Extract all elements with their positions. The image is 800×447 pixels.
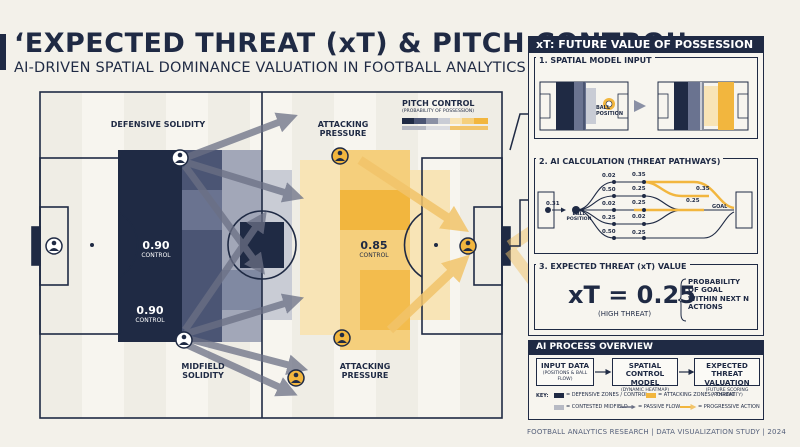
players	[45, 147, 477, 387]
process-step-input: INPUT DATA (POSITIONS & BALL FLOW)	[536, 358, 594, 386]
pathway-value-11: 0.35	[696, 186, 710, 192]
goal-label: GOAL	[712, 204, 728, 210]
pathway-value-1: 0.02	[602, 173, 616, 179]
ai-calc-header: 2. AI CALCULATION (THREAT PATHWAYS)	[536, 157, 724, 166]
process-step-valuation-label: EXPECTED THREAT VALUATION	[704, 361, 750, 387]
xt-value: xT = 0.25	[568, 281, 696, 309]
pathway-value-3: 0.02	[602, 201, 616, 207]
pathway-value-4: 0.25	[602, 215, 616, 221]
process-step-valuation-sub: (FUTURE SCORING PROBABILITY)	[705, 387, 749, 399]
key-defensive: = DEFENSIVE ZONES / CONTROL	[566, 392, 649, 398]
control-value-left-2: 0.90	[136, 304, 164, 317]
progressive-flow-arrows	[357, 156, 470, 334]
key-contested: = CONTESTED MIDFIELD	[566, 404, 628, 410]
page-subtitle: AI-DRIVEN SPATIAL DOMINANCE VALUATION IN…	[14, 60, 526, 76]
pathway-value-6: 0.35	[632, 172, 646, 178]
spatial-input-graphic	[539, 81, 749, 131]
control-value-left: 0.90	[142, 239, 170, 252]
process-step-input-sub: (POSITIONS & BALL FLOW)	[542, 371, 588, 382]
attacking-pressure-top-label: ATTACKING PRESSURE	[317, 120, 369, 139]
attacking-pressure-bottom-label: ATTACKING PRESSURE	[339, 362, 391, 381]
process-step-model: SPATIAL CONTROL MODEL (DYNAMIC HEATMAP)	[612, 358, 678, 393]
xt-panel-title: xT: FUTURE VALUE OF POSSESSION	[528, 36, 764, 53]
xt-brace	[678, 278, 687, 322]
threat-pathways-graphic	[537, 180, 753, 240]
footer-credit: FOOTBALL ANALYTICS RESEARCH | DATA VISUA…	[526, 428, 786, 436]
pitch-control-legend-title: PITCH CONTROL	[402, 99, 475, 108]
pathway-value-12: 0.25	[686, 198, 700, 204]
key-swatch-defensive	[554, 393, 564, 398]
defensive-solidity-label: DEFENSIVE SOLIDITY	[110, 120, 206, 129]
passive-flow-arrows	[182, 112, 309, 397]
control-label-right: CONTROL	[359, 252, 389, 259]
ball-position-label-2: BALL POSITION	[566, 212, 592, 223]
key-swatch-attacking	[646, 393, 656, 398]
xt-value-label: (HIGH THREAT)	[598, 310, 652, 318]
pitch-control-legend	[402, 118, 488, 130]
pathway-value-10: 0.25	[632, 230, 646, 236]
key-progressive: = PROGRESSIVE ACTION	[698, 404, 760, 410]
xt-value-description: PROBABILITY OF GOAL WITHIN NEXT N ACTION…	[688, 278, 749, 312]
pitch-lines	[31, 91, 511, 419]
pathway-value-5: 0.50	[602, 229, 616, 235]
control-value-right: 0.85	[360, 239, 388, 252]
header-accent-bar	[0, 34, 6, 70]
pathway-value-2: 0.50	[602, 187, 616, 193]
key-attacking: = ATTACKING ZONES / THREAT	[658, 392, 736, 398]
pathway-value-9: 0.02	[632, 214, 646, 220]
key-passive: = PASSIVE FLOW	[638, 404, 681, 410]
spatial-input-header: 1. SPATIAL MODEL INPUT	[536, 56, 655, 65]
process-step-valuation: EXPECTED THREAT VALUATION (FUTURE SCORIN…	[694, 358, 760, 398]
midfield-solidity-label: MIDFIELD SOLIDITY	[181, 362, 225, 381]
process-step-model-label: SPATIAL CONTROL MODEL	[625, 361, 665, 387]
key-label: KEY:	[536, 393, 549, 399]
control-label-left: CONTROL	[141, 252, 171, 259]
ball-position-label: BALL POSITION	[596, 105, 624, 117]
key-flow-swatches	[620, 404, 697, 410]
xt-value-header: 3. EXPECTED THREAT (xT) VALUE	[536, 262, 690, 271]
process-step-model-sub: (DYNAMIC HEATMAP)	[620, 387, 670, 393]
process-step-input-label: INPUT DATA	[540, 361, 590, 370]
process-arrows	[595, 369, 694, 375]
process-panel-title: AI PROCESS OVERVIEW	[528, 340, 764, 355]
control-label-left-2: CONTROL	[135, 317, 165, 324]
pathway-value-7: 0.25	[632, 186, 646, 192]
pathway-value-start: 0.31	[546, 201, 560, 207]
pathway-value-8: 0.25	[632, 200, 646, 206]
key-swatch-contested	[554, 405, 564, 410]
pitch-control-legend-sub: (PROBABILITY OF POSSESSION)	[402, 109, 475, 114]
